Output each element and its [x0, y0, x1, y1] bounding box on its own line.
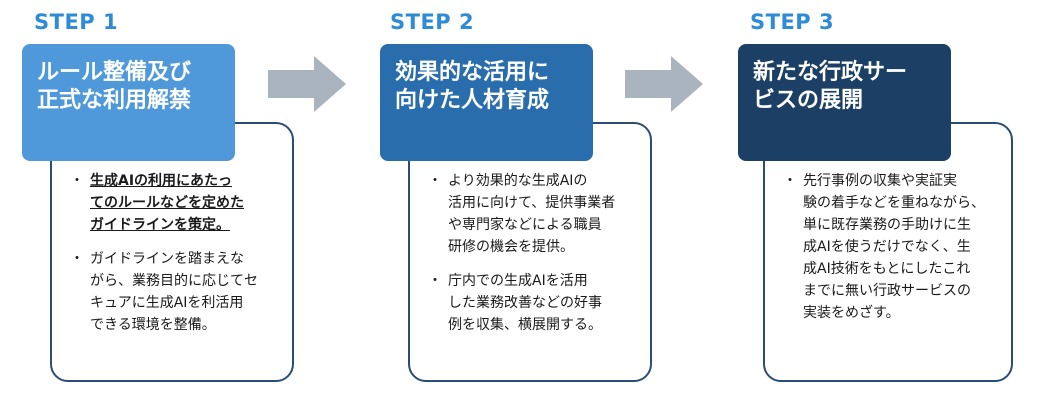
step-2-title-box: 効果的な活用に 向けた人材育成 — [380, 44, 593, 161]
step-3-bullet-1-text: 先行事例の収集や実証実 験の着手などを重ねながら、 単に既存業務の手助けに生 成… — [803, 173, 985, 321]
step-1-bullet-1-text: 生成AIの利用にあたっ てのルールなどを定めた ガイドラインを策定。 — [90, 173, 244, 233]
step-3-title-box: 新たな行政サー ビスの展開 — [738, 44, 951, 161]
step-2-label: STEP 2 — [390, 10, 475, 34]
arrow-right-icon — [625, 56, 703, 112]
step-2-bullet-1: ・ より効果的な生成AIの 活用に向けて、提供事業者 や専門家などによる職員 研… — [428, 170, 638, 258]
step-3-content-box: ・ 先行事例の収集や実証実 験の着手などを重ねながら、 単に既存業務の手助けに生… — [763, 122, 1013, 382]
bullet-dot: ・ — [428, 273, 442, 289]
step-2-bullet-2-text: 庁内での生成AIを活用 した業務改善などの好事 例を収集、横展開する。 — [448, 273, 602, 333]
step-3-label: STEP 3 — [750, 10, 835, 34]
step-1-bullet-2: ・ ガイドラインを踏まえな がら、業務目的に応じてセ キュアに生成AIを利活用 … — [70, 248, 280, 336]
step-1-bullet-2-text: ガイドラインを踏まえな がら、業務目的に応じてセ キュアに生成AIを利活用 でき… — [90, 251, 258, 333]
step-1-content-box: ・ 生成AIの利用にあたっ てのルールなどを定めた ガイドラインを策定。 ・ ガ… — [50, 122, 294, 382]
step-1-bullet-1: ・ 生成AIの利用にあたっ てのルールなどを定めた ガイドラインを策定。 — [70, 170, 280, 236]
arrow-right-icon — [268, 56, 346, 112]
step-3-bullet-1: ・ 先行事例の収集や実証実 験の着手などを重ねながら、 単に既存業務の手助けに生… — [783, 170, 999, 324]
bullet-dot: ・ — [428, 173, 442, 189]
bullet-dot: ・ — [70, 251, 84, 267]
bullet-dot: ・ — [70, 173, 84, 189]
step-2-content-box: ・ より効果的な生成AIの 活用に向けて、提供事業者 や専門家などによる職員 研… — [408, 122, 652, 382]
step-2-bullet-2: ・ 庁内での生成AIを活用 した業務改善などの好事 例を収集、横展開する。 — [428, 270, 638, 336]
step-1-title-box: ルール整備及び 正式な利用解禁 — [22, 44, 235, 161]
bullet-dot: ・ — [783, 173, 797, 189]
step-1-label: STEP 1 — [34, 10, 119, 34]
step-2-bullet-1-text: より効果的な生成AIの 活用に向けて、提供事業者 や専門家などによる職員 研修の… — [448, 173, 616, 255]
